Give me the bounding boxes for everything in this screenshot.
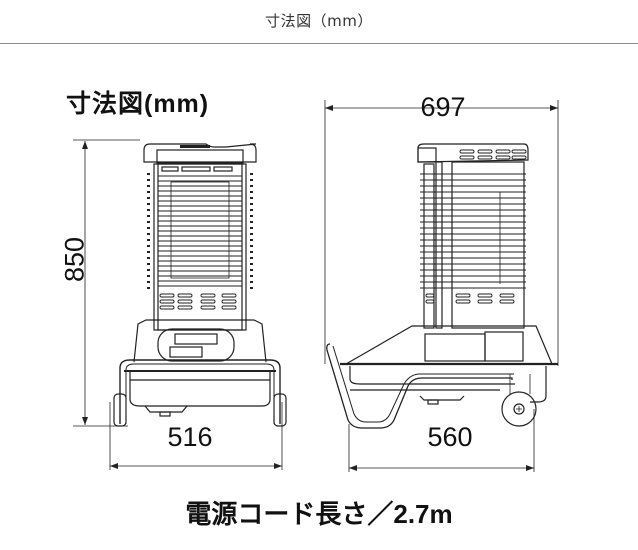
dimension-drawing: 寸法図(mm) 850 516 697 560 電源コード長さ／2.7m [0,44,638,550]
side-view [324,100,559,472]
height-dimension-label: 850 [59,236,90,283]
front-view [73,139,287,470]
heater-line-drawing [73,100,559,472]
header-divider [0,43,638,44]
front-width-dimension-label: 516 [167,422,213,452]
cord-length-label: 電源コード長さ／2.7m [185,499,453,529]
page-header: 寸法図（mm） [0,0,638,44]
page-title: 寸法図（mm） [265,12,373,30]
diagram-title: 寸法図(mm) [66,90,210,118]
overall-width-dimension-label: 697 [420,92,466,122]
depth-dimension-label: 560 [427,422,473,452]
